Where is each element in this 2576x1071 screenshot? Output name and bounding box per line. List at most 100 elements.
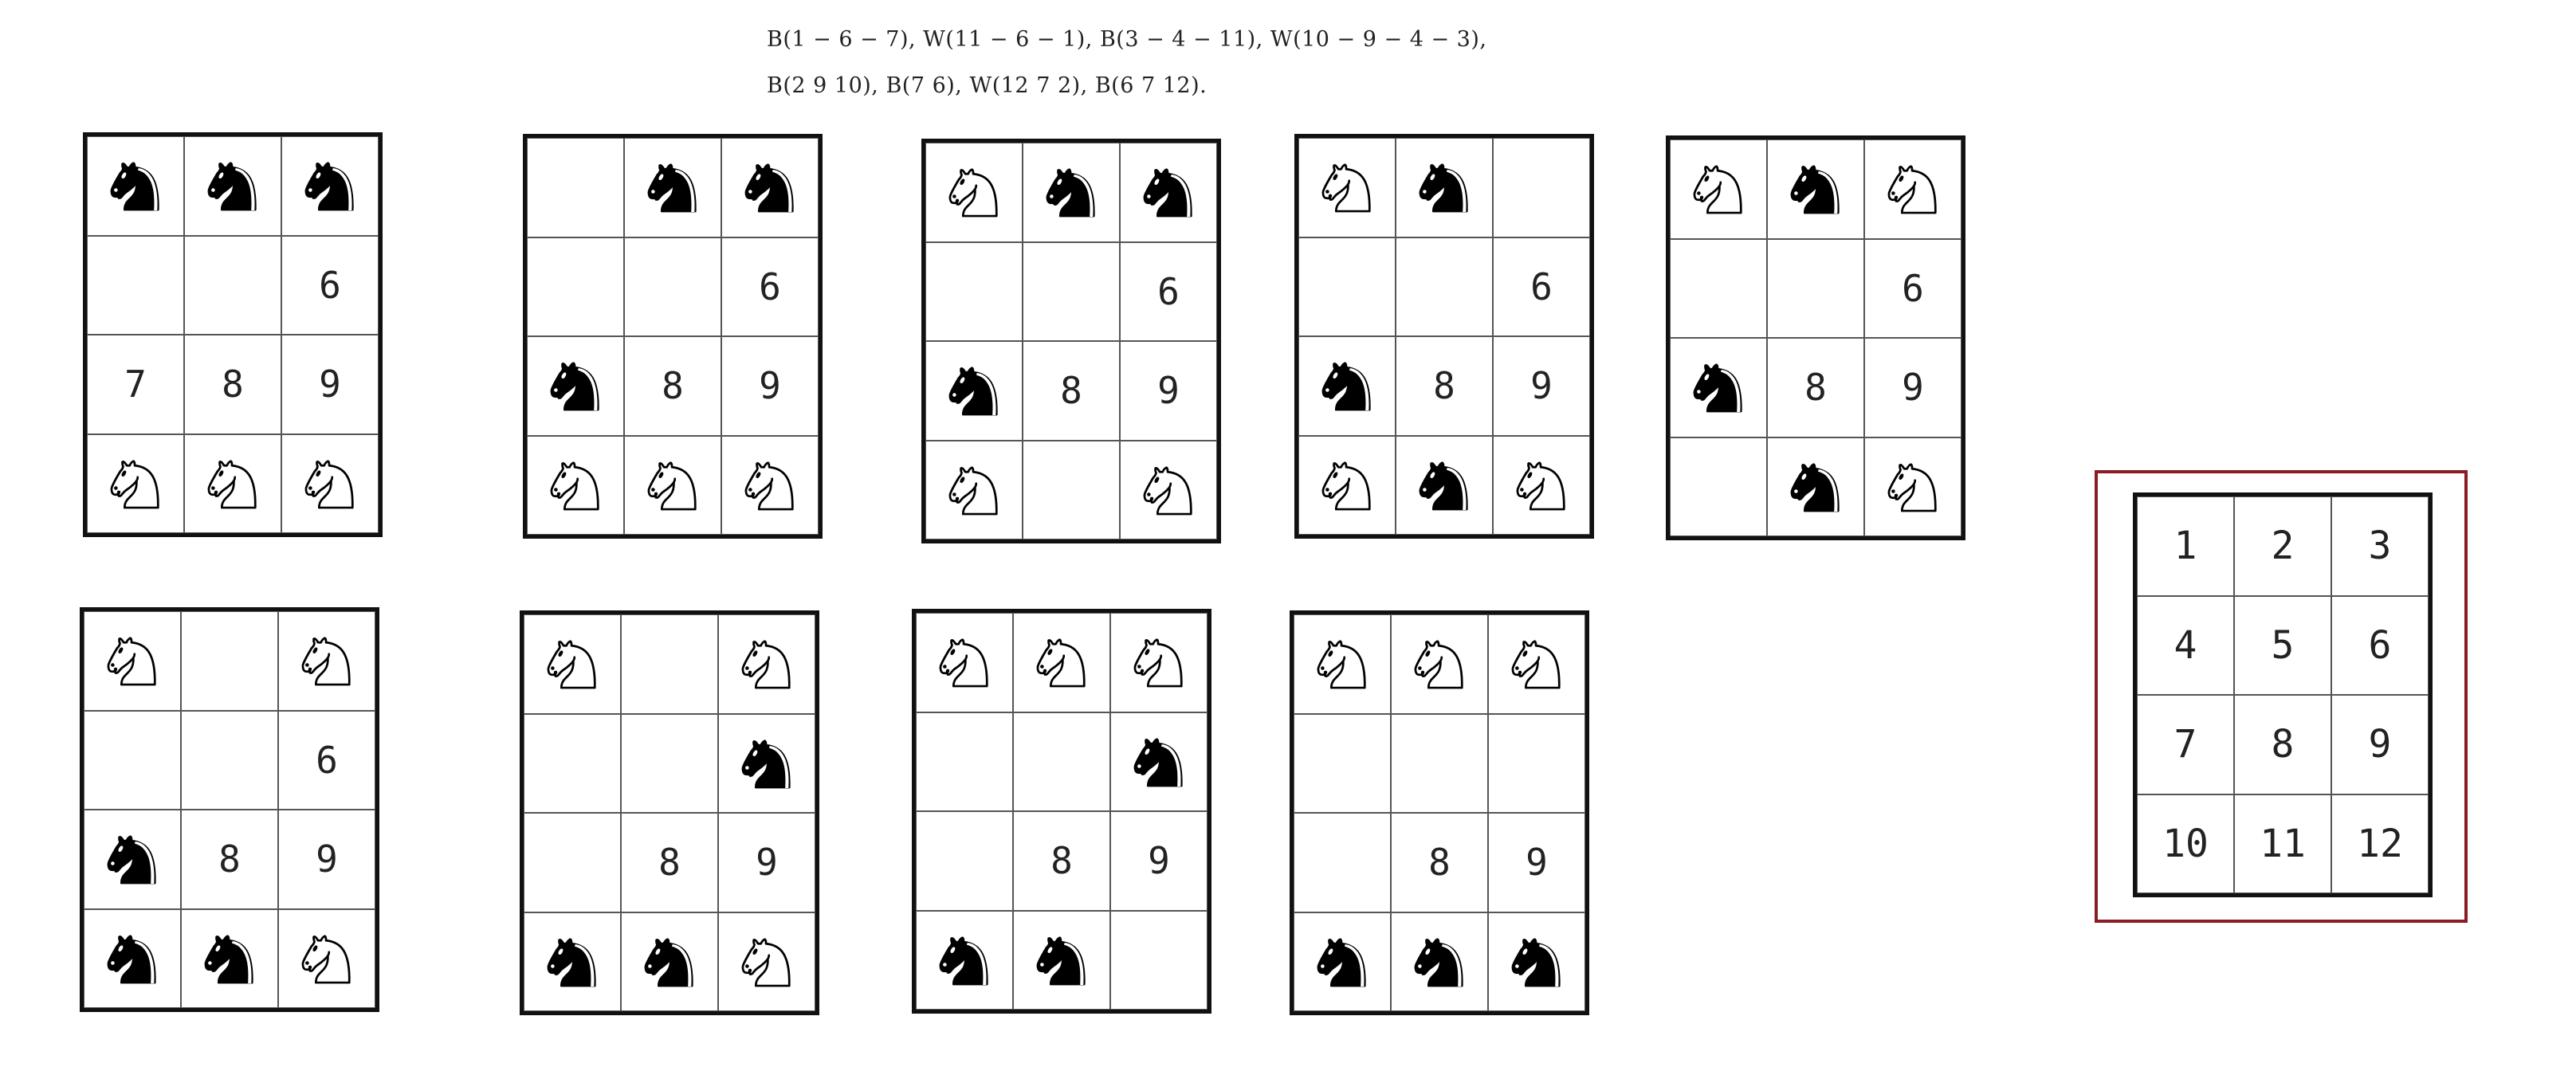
board-square-empty — [1013, 712, 1110, 811]
black-knight-icon — [1693, 363, 1742, 413]
board-square-white-knight — [925, 440, 1023, 539]
board-square-black-knight — [925, 341, 1023, 441]
board-square-number: 6 — [1120, 241, 1217, 341]
board-square-white-knight — [184, 434, 281, 533]
board-square-number: 6 — [721, 237, 819, 336]
board-square-white-knight — [1864, 437, 1961, 536]
board-square-number: 6 — [1493, 237, 1590, 336]
black-knight-icon — [550, 362, 599, 411]
board-square-white-knight — [718, 614, 815, 714]
board-square-empty — [87, 235, 184, 335]
white-knight-icon — [1516, 461, 1565, 511]
board-square-empty — [1670, 238, 1767, 338]
board-square-white-knight — [1493, 435, 1590, 535]
black-knight-icon — [1419, 163, 1468, 213]
board-square-black-knight — [721, 138, 819, 237]
board-square-empty — [925, 241, 1023, 341]
board-square-empty — [1488, 713, 1585, 813]
board-square-black-knight — [1670, 338, 1767, 437]
board-square-black-knight — [718, 713, 815, 813]
board-square-black-knight — [1488, 912, 1585, 1011]
board-square-number: 8 — [1396, 336, 1493, 436]
board-square-number: 7 — [87, 335, 184, 434]
black-knight-icon — [110, 162, 159, 211]
black-knight-icon — [1321, 362, 1371, 411]
white-knight-icon — [1511, 640, 1561, 689]
board-square-number: 8 — [181, 810, 278, 909]
board-square-white-knight — [278, 908, 375, 1008]
white-knight-icon — [110, 460, 159, 509]
board-square-empty — [524, 713, 621, 813]
white-knight-icon — [741, 938, 791, 987]
numbering-key-frame — [2095, 470, 2468, 923]
board-square-empty — [1023, 440, 1120, 539]
white-knight-icon — [1143, 466, 1192, 516]
board-square-empty — [527, 237, 624, 336]
key-square-number: 6 — [2331, 595, 2429, 695]
board-square-number: 6 — [281, 235, 379, 335]
white-knight-icon — [948, 466, 998, 516]
board-square-white-knight — [278, 611, 375, 711]
board-square-black-knight — [281, 136, 379, 236]
key-square-number: 12 — [2331, 794, 2429, 893]
move-notation-line-2: B(2 9 10), B(7 6), W(12 7 2), B(6 7 12). — [767, 73, 1208, 98]
board-square-white-knight — [1298, 138, 1396, 237]
board-square-number: 9 — [1864, 338, 1961, 437]
board-square-number: 8 — [621, 813, 718, 912]
board-square-white-knight — [84, 611, 181, 711]
white-knight-icon — [107, 637, 156, 686]
black-knight-icon — [207, 162, 257, 211]
board-square-empty — [621, 614, 718, 714]
key-square-number: 5 — [2234, 595, 2331, 695]
board-square-number: 8 — [1391, 813, 1488, 912]
board-square-black-knight — [1767, 437, 1864, 536]
key-square-number: 4 — [2137, 595, 2234, 695]
board-square-black-knight — [1120, 143, 1217, 242]
board-square-white-knight — [1013, 613, 1110, 712]
key-square-number: 11 — [2234, 794, 2331, 893]
board-square-number: 9 — [718, 813, 815, 912]
board-square-white-knight — [721, 435, 819, 535]
black-knight-icon — [204, 935, 253, 984]
white-knight-icon — [1887, 463, 1937, 512]
board-square-white-knight — [87, 434, 184, 533]
board-square-black-knight — [624, 138, 721, 237]
black-knight-icon — [1414, 938, 1463, 987]
board-square-black-knight — [1013, 910, 1110, 1010]
board-square-black-knight — [527, 336, 624, 436]
board-square-black-knight — [84, 810, 181, 909]
black-knight-icon — [644, 938, 693, 987]
board-square-white-knight — [1294, 614, 1391, 714]
white-knight-icon — [744, 461, 794, 511]
board-square-empty — [524, 813, 621, 912]
black-knight-icon — [1790, 165, 1840, 214]
black-knight-icon — [744, 163, 794, 213]
board-square-white-knight — [1864, 139, 1961, 239]
black-knight-icon — [1046, 168, 1095, 218]
board-square-empty — [181, 710, 278, 810]
board-square-empty — [1670, 437, 1767, 536]
white-knight-icon — [939, 638, 988, 688]
key-square-number: 10 — [2137, 794, 2234, 893]
key-square-number: 8 — [2234, 695, 2331, 794]
board-square-white-knight — [916, 613, 1013, 712]
black-knight-icon — [948, 367, 998, 416]
board-square-empty — [1294, 713, 1391, 813]
move-notation-line-1: B(1 − 6 − 7), W(11 − 6 − 1), B(3 − 4 − 1… — [767, 27, 1487, 52]
board-square-white-knight — [524, 614, 621, 714]
board-square-black-knight — [87, 136, 184, 236]
board-square-number: 9 — [278, 810, 375, 909]
board-square-empty — [181, 611, 278, 711]
white-knight-icon — [1321, 163, 1371, 213]
black-knight-icon — [1317, 938, 1366, 987]
white-knight-icon — [647, 461, 697, 511]
board-square-black-knight — [1298, 336, 1396, 436]
board-square-empty — [1493, 138, 1590, 237]
board-square-black-knight — [524, 912, 621, 1011]
board-square-number: 8 — [1767, 338, 1864, 437]
board-square-black-knight — [1396, 138, 1493, 237]
board-square-white-knight — [1120, 440, 1217, 539]
